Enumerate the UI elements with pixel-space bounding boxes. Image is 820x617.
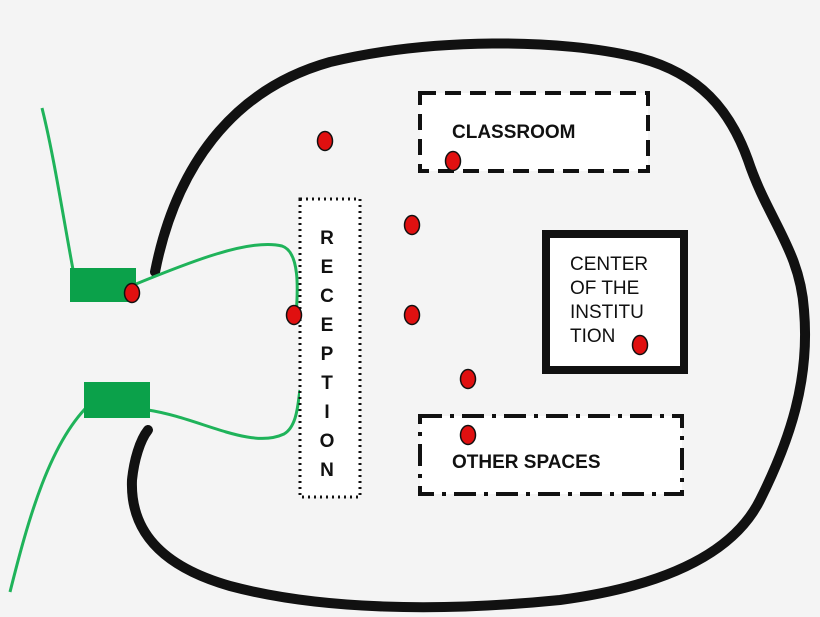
path-bottom-to-reception bbox=[147, 389, 302, 440]
location-marker[interactable] bbox=[459, 368, 477, 390]
location-markers bbox=[123, 130, 649, 446]
location-marker[interactable] bbox=[403, 214, 421, 236]
center-label-line-2: OF THE bbox=[570, 278, 639, 299]
path-top-to-reception bbox=[135, 242, 299, 317]
location-marker[interactable] bbox=[285, 304, 303, 326]
building-outline bbox=[126, 38, 811, 613]
location-marker[interactable] bbox=[403, 304, 421, 326]
room-center-of-the-institution[interactable]: CENTER OF THE INSTITU TION bbox=[542, 230, 688, 374]
center-label-line-4: TION bbox=[570, 326, 615, 347]
room-other-spaces[interactable]: OTHER SPACES bbox=[418, 414, 684, 496]
location-marker[interactable] bbox=[459, 424, 477, 446]
reception-box bbox=[298, 197, 362, 499]
center-box bbox=[542, 230, 688, 374]
center-label-line-1: CENTER bbox=[570, 254, 648, 275]
path-top-entry bbox=[40, 107, 80, 297]
location-marker[interactable] bbox=[123, 282, 141, 304]
entrance-bottom[interactable] bbox=[84, 382, 150, 418]
center-label-line-3: INSTITU bbox=[570, 302, 644, 323]
location-marker[interactable] bbox=[316, 130, 334, 152]
other-spaces-label: OTHER SPACES bbox=[452, 452, 601, 473]
classroom-label: CLASSROOM bbox=[452, 122, 576, 143]
path-bottom-entry bbox=[8, 400, 94, 593]
location-marker[interactable] bbox=[631, 334, 649, 356]
location-marker[interactable] bbox=[444, 150, 462, 172]
